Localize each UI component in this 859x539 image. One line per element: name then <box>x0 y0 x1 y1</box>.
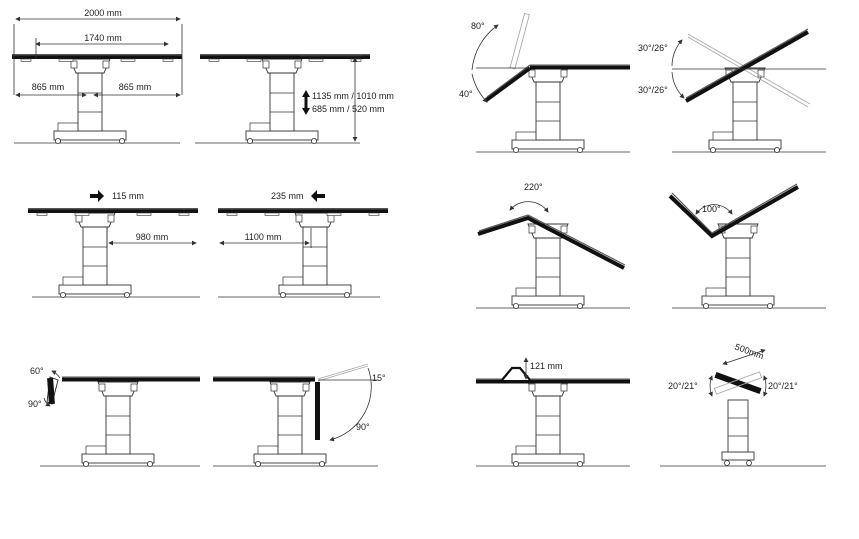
back-down-label: 40° <box>459 89 473 99</box>
panel-back-section: 80° 40° <box>459 12 630 154</box>
panel-reflex: 100° <box>668 183 826 310</box>
panel-trendelenburg: 30°/26° 30°/26° <box>638 28 826 154</box>
panel-flex: 220° <box>476 182 630 310</box>
tilt-left-label: 20°/21° <box>668 381 698 391</box>
length-total-label: 2000 mm <box>84 8 122 18</box>
leg-up-label: 15° <box>372 373 386 383</box>
head-down-label: 90° <box>28 399 42 409</box>
panel-shift-right: 115 mm 980 mm <box>27 190 200 299</box>
bridge-label: 121 mm <box>530 361 563 371</box>
reach-right-label: 980 mm <box>136 232 169 242</box>
shift-right-label: 115 mm <box>112 191 144 201</box>
panel-length-dimensions: 2000 mm 1740 mm 865 mm 865 mm <box>11 8 183 145</box>
panel-shift-left: 235 mm 1100 mm <box>217 190 389 299</box>
reflex-label: 100° <box>702 204 721 214</box>
length-inner-label: 1740 mm <box>84 33 122 43</box>
panel-head-section: 60° 90° <box>28 366 200 468</box>
flex-label: 220° <box>524 182 543 192</box>
trend-up-label: 30°/26° <box>638 43 668 53</box>
panel-leg-section: 15° 90° <box>213 363 386 468</box>
length-left-label: 865 mm <box>32 82 65 92</box>
height-min-label: 685 mm / 520 mm <box>312 104 385 114</box>
height-max-label: 1135 mm / 1010 mm <box>312 91 394 101</box>
panel-lateral-tilt: 500mm 20°/21° 20°/21° <box>660 342 826 467</box>
width-label: 500mm <box>733 342 765 362</box>
tilt-right-label: 20°/21° <box>768 381 798 391</box>
back-up-label: 80° <box>471 21 485 31</box>
shift-left-label: 235 mm <box>271 191 304 201</box>
head-up-label: 60° <box>30 366 44 376</box>
panel-kidney-bridge: 121 mm <box>476 357 630 468</box>
reach-left-label: 1100 mm <box>245 232 282 242</box>
panel-height-range: 1135 mm / 1010 mm 685 mm / 520 mm <box>195 53 394 145</box>
length-right-label: 865 mm <box>119 82 152 92</box>
trend-down-label: 30°/26° <box>638 85 668 95</box>
leg-down-label: 90° <box>356 422 370 432</box>
